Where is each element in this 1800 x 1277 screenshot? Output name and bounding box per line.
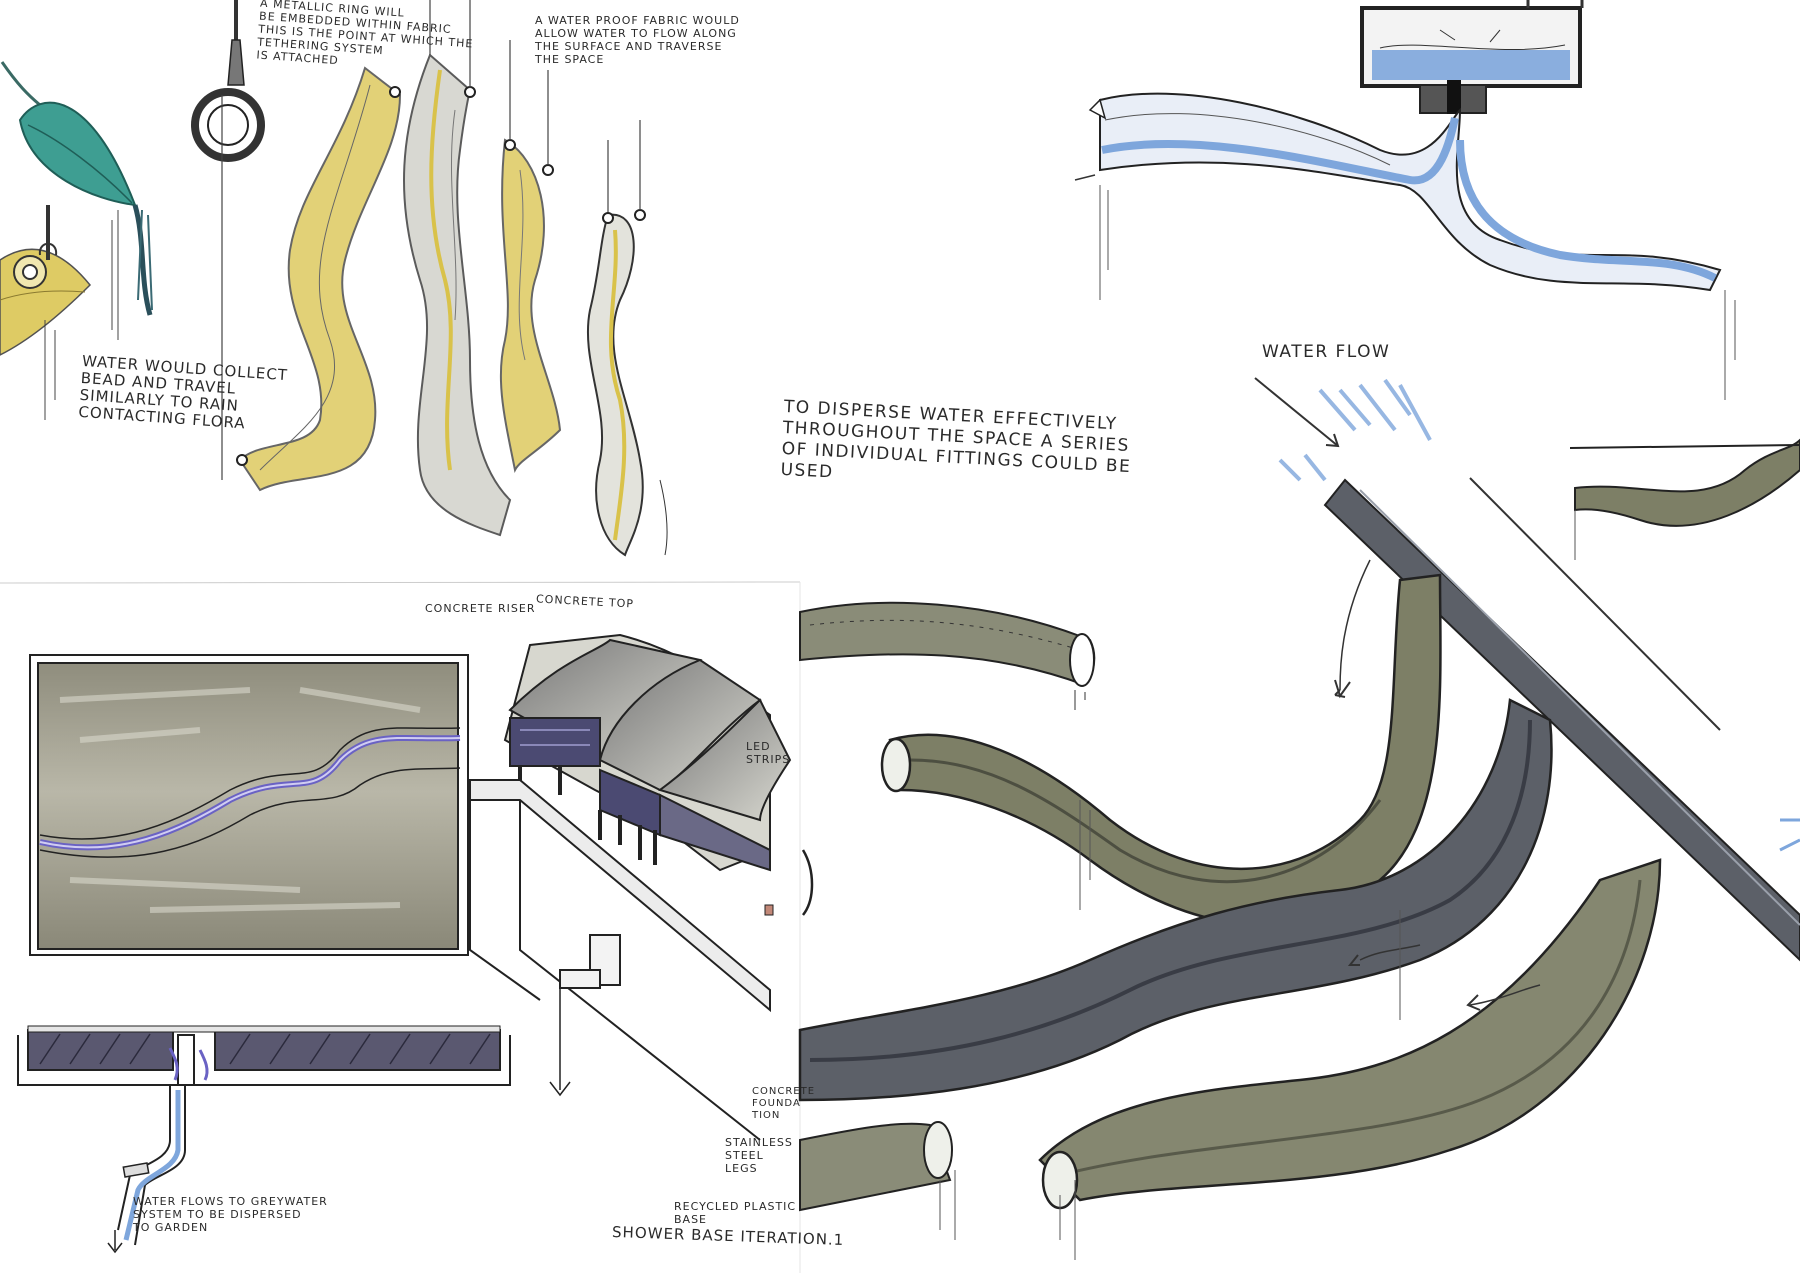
pipe-fittings	[798, 377, 1800, 1260]
note-water-flow: Water flow	[1262, 342, 1391, 362]
fabric-strip-3	[499, 40, 562, 474]
note-led-strips: LED strips	[746, 740, 791, 766]
fabric-strip-2	[402, 0, 512, 537]
note-recycled-plastic-base: Recycled plastic base	[674, 1200, 797, 1226]
fabric-tether-panel	[0, 0, 668, 557]
left-fabric-with-ring	[0, 205, 92, 420]
fabric-strip-4	[586, 120, 668, 557]
note-water-collect: Water would collect bead and travel simi…	[77, 351, 289, 433]
shower-base-section	[17, 1025, 511, 1254]
shower-riser-3d	[469, 633, 792, 1141]
note-greywater: Water flows to greywater system to be di…	[133, 1195, 328, 1234]
note-concrete-riser: Concrete riser	[425, 602, 536, 615]
note-concrete-foundation: Concrete founda tion	[752, 1086, 816, 1121]
leaf-drawing	[0, 61, 153, 340]
shower-base-plan	[29, 654, 469, 956]
tether-ring	[191, 0, 265, 480]
panel-divider-horizontal	[0, 581, 801, 584]
water-tank-ribbon	[1074, 0, 1736, 400]
fabric-strip-1	[236, 66, 402, 492]
note-waterproof-fabric: A water proof fabric would allow water t…	[535, 14, 740, 66]
note-stainless-steel-legs: Stainless steel legs	[725, 1136, 793, 1175]
